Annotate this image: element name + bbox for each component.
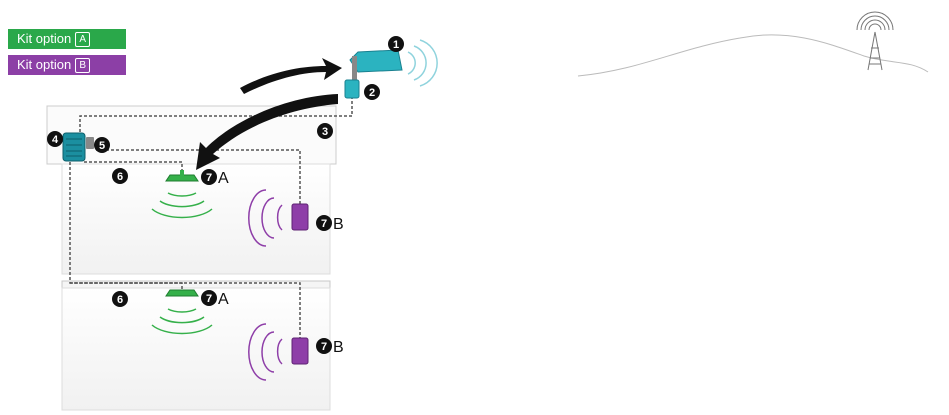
callout-7a-upper-suffix: A <box>218 170 229 187</box>
dome-antenna-icon-lower <box>165 289 199 297</box>
house-structure <box>46 105 337 411</box>
callout-3-text: 3 <box>322 126 328 138</box>
dome-antenna-icon <box>165 170 199 182</box>
callout-2: 2 <box>364 84 380 100</box>
callout-4-text: 4 <box>52 134 59 146</box>
yagi-antenna-icon <box>349 49 403 86</box>
curved-arrow-icon <box>196 58 342 170</box>
booster-icon <box>62 132 94 162</box>
legend-kit-option-a-label: Kit option <box>17 31 72 46</box>
outdoor-signal-waves <box>407 39 438 87</box>
callout-7a-upper-number: 7 <box>206 172 212 184</box>
panel-signal-waves <box>248 189 283 247</box>
legend-kit-option-b-box: B <box>75 58 91 73</box>
callout-1-text: 1 <box>393 39 399 51</box>
attic <box>46 105 337 165</box>
dome-signal-waves-lower <box>151 308 213 335</box>
dome-signal-waves <box>151 192 213 219</box>
coax-cables <box>69 96 353 340</box>
callout-6-lower-text: 6 <box>117 294 123 306</box>
callout-1: 1 <box>388 36 404 52</box>
cell-tower-icon <box>856 11 894 71</box>
callout-6-upper-text: 6 <box>117 171 123 183</box>
panel-signal-waves-lower <box>248 323 283 381</box>
callout-5-text: 5 <box>99 140 105 152</box>
callout-7b-upper-number: 7 <box>321 218 327 230</box>
panel-antenna-icon-lower <box>291 337 309 365</box>
callout-3: 3 <box>317 123 333 139</box>
callout-5: 5 <box>94 137 110 153</box>
surge-protector-icon <box>344 79 360 99</box>
callout-7b-lower-number: 7 <box>321 341 327 353</box>
legend-kit-option-a-box: A <box>75 32 91 47</box>
callout-2-text: 2 <box>369 87 375 99</box>
legend-kit-option-b-label: Kit option <box>17 57 72 72</box>
hill-outline <box>577 34 929 77</box>
panel-antenna-icon <box>291 203 309 231</box>
callout-6-lower: 6 <box>112 291 128 307</box>
callout-7b-upper-suffix: B <box>333 216 344 233</box>
callout-6-upper: 6 <box>112 168 128 184</box>
callout-7a-lower-suffix: A <box>218 291 229 308</box>
callout-7a-lower-number: 7 <box>206 293 212 305</box>
callout-7b-lower-suffix: B <box>333 339 344 356</box>
upper-floor <box>61 163 331 275</box>
lower-floor <box>61 287 331 411</box>
floor-slab <box>61 280 331 289</box>
callout-4: 4 <box>47 131 63 147</box>
